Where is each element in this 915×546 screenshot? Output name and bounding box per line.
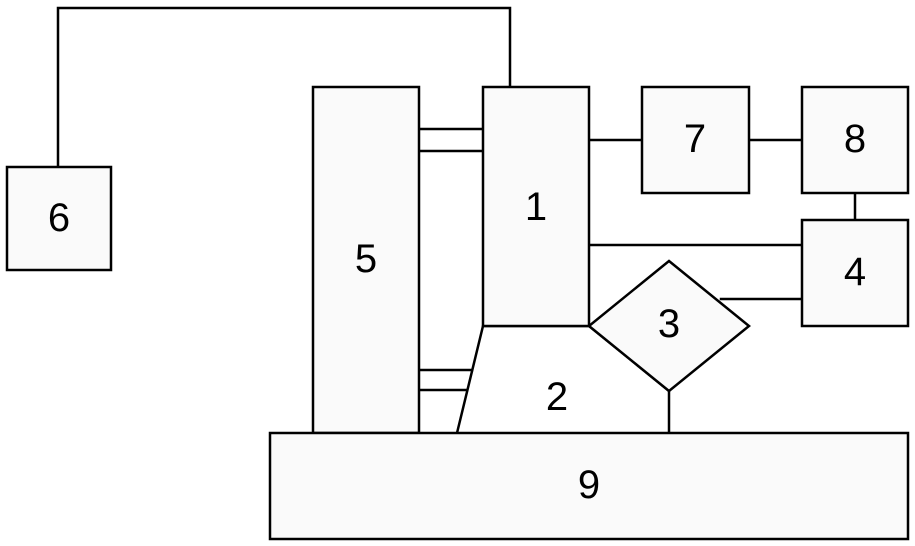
- label-8: 8: [844, 117, 866, 161]
- block-9: [268, 431, 910, 541]
- label-9: 9: [578, 463, 600, 507]
- label-6: 6: [48, 196, 70, 240]
- block-8: [800, 85, 910, 195]
- block-6: [5, 165, 113, 272]
- label-1: 1: [525, 185, 547, 229]
- connector-6-to-1: [56, 6, 512, 169]
- block-1: [481, 85, 591, 328]
- block-5: [311, 85, 421, 435]
- block-4: [800, 218, 910, 328]
- label-2: 2: [546, 375, 568, 419]
- blocks: [5, 85, 910, 541]
- block-7: [640, 85, 751, 195]
- label-7: 7: [684, 117, 706, 161]
- block-3-diamond: [587, 259, 751, 393]
- label-5: 5: [355, 237, 377, 281]
- labels: 6 5 1 7 8 4 3 2 9: [48, 117, 866, 507]
- label-3: 3: [658, 302, 680, 346]
- label-4: 4: [844, 250, 866, 294]
- connectors: [56, 6, 857, 435]
